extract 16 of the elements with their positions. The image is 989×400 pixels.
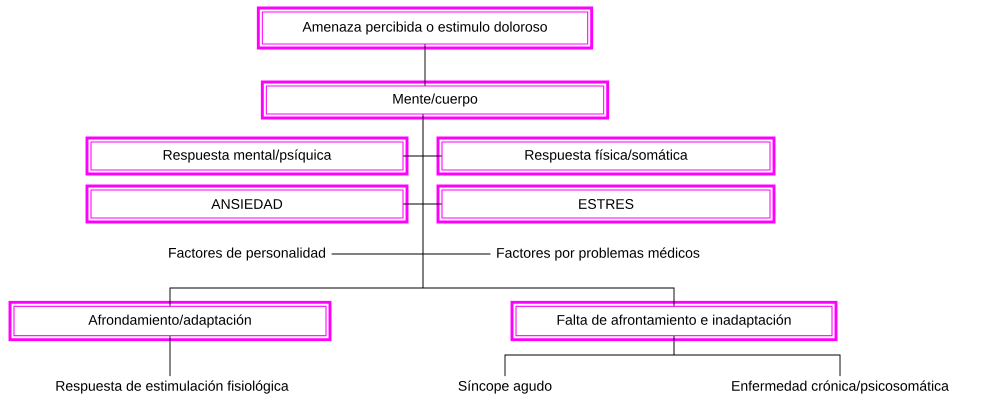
outcome-text: Enfermedad crónica/psicosomática: [732, 380, 949, 394]
process-box: Mente/cuerpo: [260, 80, 610, 120]
outcome-text: Respuesta de estimulación fisiológica: [56, 380, 289, 394]
process-box: ESTRES: [436, 184, 776, 224]
process-box: Afrondamiento/adaptación: [8, 300, 332, 342]
process-box: Respuesta física/somática: [436, 136, 776, 176]
process-box: Respuesta mental/psíquica: [86, 136, 408, 176]
outcome-text: Factores por problemas médicos: [497, 247, 700, 261]
process-box: Amenaza percibida o estimulo doloroso: [256, 6, 594, 50]
outcome-text: Síncope agudo: [458, 380, 552, 394]
connector-line: [424, 44, 426, 86]
process-box: Falta de afrontamiento e inadaptación: [510, 300, 838, 342]
process-box: ANSIEDAD: [86, 184, 408, 224]
connector-line: [674, 336, 840, 377]
outcome-text: Factores de personalidad: [169, 247, 326, 261]
connector-line: [422, 114, 674, 306]
